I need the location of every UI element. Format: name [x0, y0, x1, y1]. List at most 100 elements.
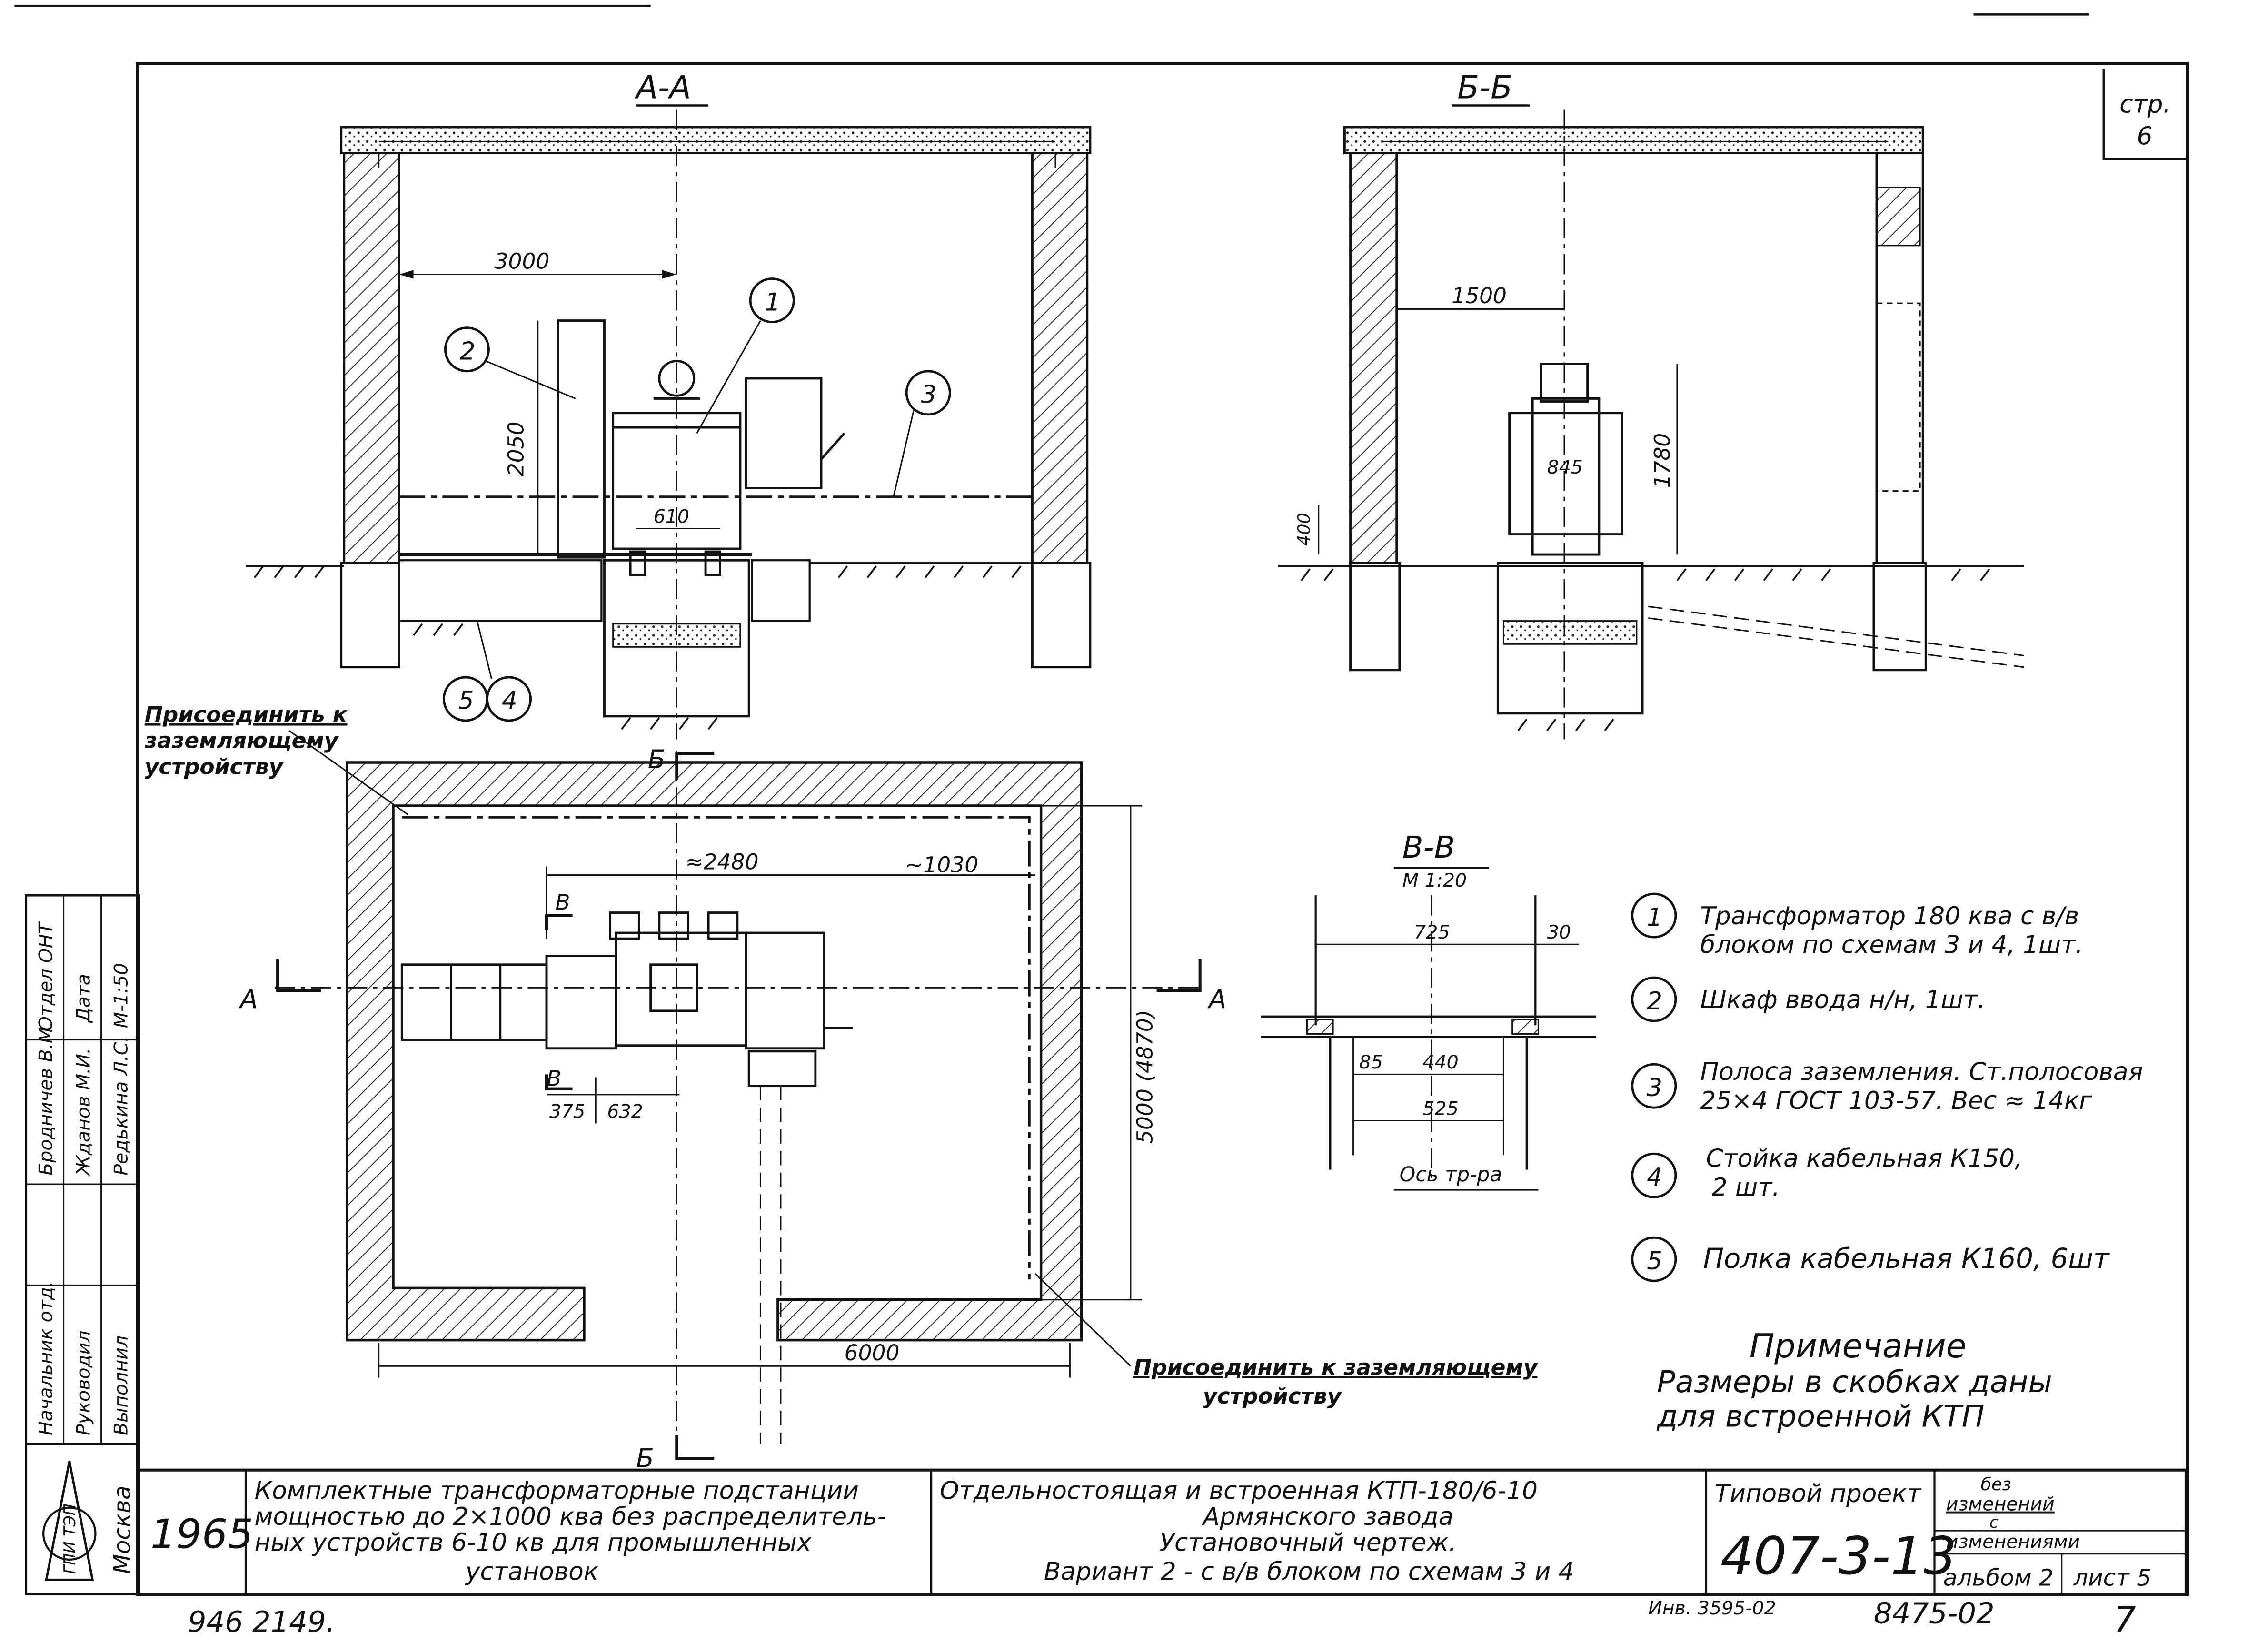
vv-axis-label: Ось тр-ра — [1400, 1163, 1502, 1187]
note: Примечание Размеры в скобках даны для вс… — [1656, 1327, 2052, 1434]
aa-dim-3000: 3000 — [495, 248, 550, 274]
footer-left-number: 946 2149. — [188, 1606, 335, 1639]
plan-ground-note-bottom-1: Присоединить к заземляющему — [1134, 1355, 1539, 1380]
plan-dim-2480: ≈2480 — [686, 850, 759, 875]
legend-text: 2 шт. — [1712, 1173, 1780, 1202]
drawing-title-1: Отдельностоящая и встроенная КТП-180/6-1… — [940, 1476, 1538, 1505]
legend-item: 1 Трансформатор 180 ква с в/в блоком по … — [1631, 892, 2083, 960]
stamp-role-2: Руководил — [72, 1330, 94, 1435]
section-bb: Б-Б 1500 1780 845 400 — [1278, 69, 2024, 740]
footer: 946 2149. Инв. 3595-02 8475-02 7 — [188, 1597, 2136, 1640]
plan-cut-b-bottom: Б — [636, 1443, 654, 1474]
legend-item: 2 Шкаф ввода н/н, 1шт. — [1631, 976, 1985, 1022]
legend: 1 Трансформатор 180 ква с в/в блоком по … — [1631, 892, 2143, 1282]
svg-text:1: 1 — [1647, 903, 1662, 932]
section-aa-title: А-А — [634, 69, 691, 106]
title-block: 1965 Комплектные трансформаторные подста… — [137, 1468, 2187, 1596]
plan-ground-note-top-1: Присоединить к — [145, 702, 348, 727]
bb-dim-400: 400 — [1293, 513, 1314, 545]
plan-dim-375: 375 — [549, 1100, 585, 1122]
bb-left-wall — [1349, 152, 1398, 564]
plan-cut-a-left: А — [239, 984, 258, 1014]
stamp-date-label: Дата — [72, 974, 94, 1023]
vv-dim-525: 525 — [1422, 1098, 1458, 1119]
plan-ground-note-bottom-2: устройству — [1203, 1384, 1342, 1409]
legend-text: блоком по схемам 3 и 4, 1шт. — [1700, 931, 2083, 960]
plan-cut-v-top: В — [555, 890, 570, 915]
stamp-dept: Отдел ОНТ — [35, 921, 57, 1031]
aa-dim-2050: 2050 — [503, 421, 528, 476]
page-label-box: стр. 6 — [2102, 69, 2186, 160]
section-vv-title: В-В — [1402, 830, 1455, 865]
plan-dim-5000: 5000 (4870) — [1132, 1009, 1157, 1144]
bb-dim-845: 845 — [1547, 456, 1583, 478]
section-aa: А-А — [246, 69, 1092, 740]
stamp-city: Москва — [109, 1485, 136, 1574]
sheet-label: лист 5 — [2073, 1564, 2151, 1591]
plan-cut-v-bottom: В — [547, 1066, 561, 1091]
stamp-name-2: Жданов М.И. — [72, 1048, 94, 1177]
page-label: стр. — [2119, 90, 2171, 119]
vv-dim-85: 85 — [1359, 1051, 1383, 1073]
plan-transformer — [400, 911, 853, 1088]
legend-text: 25×4 ГОСТ 103-57. Вес ≈ 14кг — [1700, 1087, 2093, 1115]
plan-dim-6000: 6000 — [845, 1340, 900, 1365]
footer-page: 7 — [2114, 1600, 2136, 1641]
changes-without-1: без — [1981, 1474, 2011, 1494]
stamp-name-3: Редькина Л.С. — [110, 1036, 132, 1176]
title-desc-2: мощностью до 2×1000 ква без распределите… — [255, 1503, 886, 1531]
aa-callout-3: 3 — [921, 381, 937, 409]
aa-left-wall — [343, 152, 400, 564]
changes-with-1: с — [1989, 1513, 1998, 1532]
drawing-title-3: Установочный чертеж. — [1160, 1529, 1457, 1557]
drawing-title-4: Вариант 2 - с в/в блоком по схемам 3 и 4 — [1044, 1557, 1574, 1586]
title-desc-1: Комплектные трансформаторные подстанции — [255, 1476, 859, 1505]
svg-text:2: 2 — [1647, 987, 1662, 1016]
vv-dim-30: 30 — [1547, 921, 1571, 943]
plan-dim-1030: ~1030 — [905, 852, 978, 878]
legend-text: Трансформатор 180 ква с в/в — [1700, 902, 2079, 930]
legend-item: 4 Стойка кабельная К150, 2 шт. — [1631, 1145, 2023, 1202]
legend-text: Полоса заземления. Ст.полосовая — [1700, 1058, 2143, 1087]
note-title: Примечание — [1750, 1327, 1967, 1365]
project-number: 407-3-13 — [1720, 1526, 1957, 1586]
project-label: Типовой проект — [1715, 1479, 1922, 1508]
aa-input-cabinet — [557, 319, 606, 559]
note-line: для встроенной КТП — [1656, 1399, 1984, 1434]
aa-callout-5: 5 — [458, 687, 474, 715]
aa-transformer — [612, 360, 845, 576]
section-bb-title: Б-Б — [1457, 69, 1512, 106]
legend-text: Стойка кабельная К150, — [1706, 1145, 2023, 1173]
aa-dim-610: 610 — [654, 505, 689, 527]
footer-inv: Инв. 3595-02 — [1648, 1597, 1776, 1619]
aa-roof-slab — [340, 126, 1092, 155]
note-line: Размеры в скобках даны — [1657, 1365, 2052, 1400]
footer-right-number: 8475-02 — [1874, 1597, 1995, 1630]
plan-ground-note-top-3: устройству — [145, 754, 284, 779]
bb-transformer — [1508, 363, 1623, 556]
changes-with-2: изменениями — [1946, 1531, 2080, 1553]
bb-dim-1780: 1780 — [1650, 433, 1675, 488]
aa-callout-2: 2 — [460, 337, 476, 366]
page-value: 6 — [2137, 122, 2153, 150]
svg-text:4: 4 — [1647, 1163, 1662, 1192]
aa-callout-4: 4 — [502, 687, 517, 715]
bb-dim-1500: 1500 — [1452, 283, 1507, 308]
aa-callout-1: 1 — [765, 288, 781, 317]
legend-text: Полка кабельная К160, 6шт — [1703, 1242, 2110, 1275]
legend-item: 5 Полка кабельная К160, 6шт — [1631, 1236, 2110, 1282]
org-logo: ГПИ ТЭП — [42, 1461, 97, 1581]
bb-pit — [1496, 562, 1644, 715]
plan-dim-632: 632 — [607, 1100, 643, 1122]
changes-without-2: изменений — [1946, 1494, 2055, 1515]
side-stamp: Отдел ОНТ Дата М-1:50 Бродничев В.М. Жда… — [25, 894, 140, 1596]
stamp-name-1: Бродничев В.М. — [35, 1021, 57, 1175]
section-vv-scale: М 1:20 — [1402, 870, 1467, 891]
drawing-title-2: Армянского завода — [1202, 1503, 1453, 1531]
album-label: альбом 2 — [1943, 1564, 2054, 1591]
aa-right-wall — [1031, 152, 1089, 564]
svg-text:5: 5 — [1647, 1247, 1662, 1276]
section-vv: В-В М 1:20 725 30 85 440 525 Ось тр-ра — [1261, 830, 1596, 1191]
plan-cut-a-right: А — [1207, 984, 1226, 1014]
